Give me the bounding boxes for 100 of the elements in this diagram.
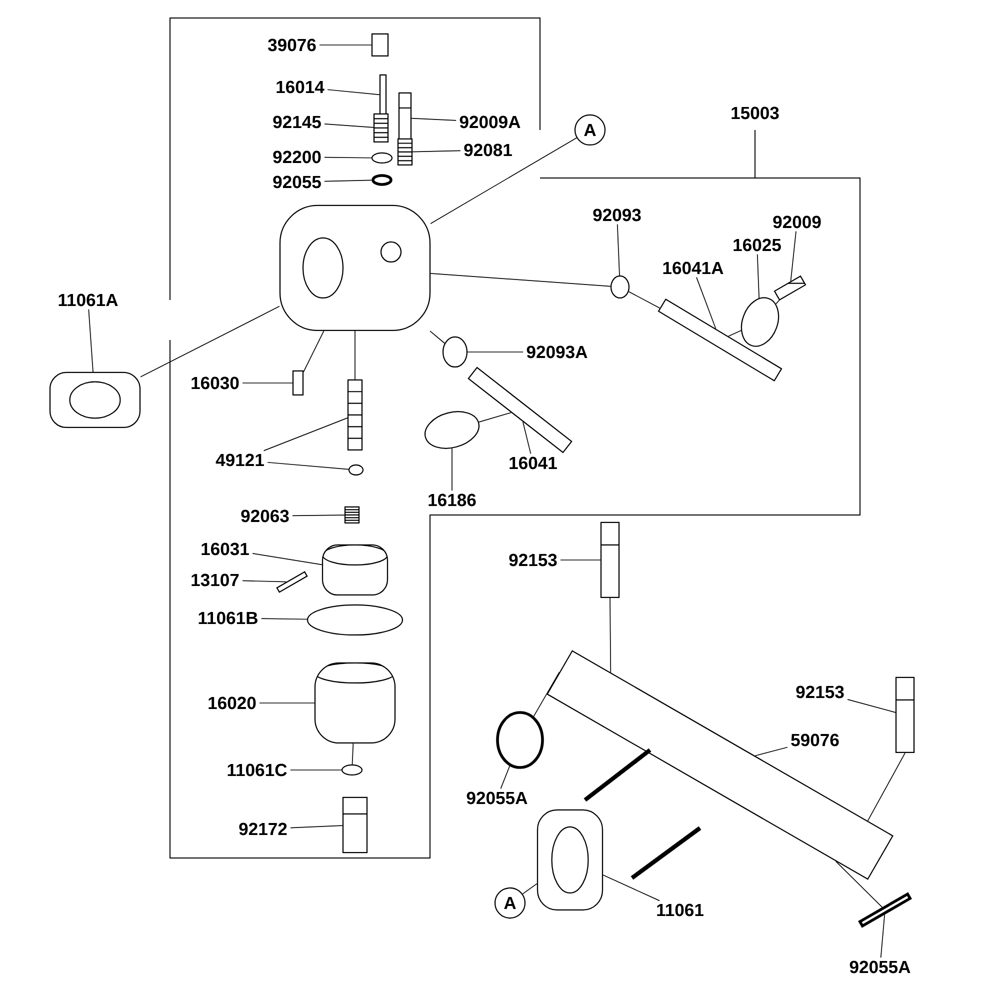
gasket-drawing [536, 809, 604, 911]
leader-line [327, 89, 380, 96]
assembly-line [728, 330, 742, 337]
shaft-drawing [468, 366, 572, 454]
leader-line [292, 514, 345, 516]
bushing-drawing [442, 336, 468, 368]
leader-line [754, 746, 788, 756]
leader-line [88, 308, 94, 372]
leader-line [267, 462, 349, 470]
leader-line [260, 618, 308, 620]
leader-line [696, 276, 716, 330]
callout-number: 92200 [273, 150, 321, 164]
pin-drawing [276, 571, 308, 593]
jet-drawing [292, 370, 304, 396]
leader-line [412, 150, 461, 152]
assembly-line [533, 672, 560, 717]
leader-line [259, 702, 315, 704]
leader-line [430, 137, 578, 224]
tube-drawing [347, 379, 363, 451]
assembly-line [303, 330, 324, 372]
leader-line [324, 156, 372, 158]
plate-drawing [740, 297, 780, 347]
ring-drawing [306, 604, 404, 636]
bolt-drawing [342, 796, 368, 854]
spring-drawing [397, 138, 413, 166]
assembly-line [610, 598, 612, 673]
assembly-line [354, 330, 356, 380]
leader-line [411, 118, 457, 121]
leader-line [324, 180, 372, 182]
leader-line [252, 553, 322, 566]
callout-number: 92063 [241, 510, 289, 522]
callout-number: 92172 [239, 822, 287, 836]
callout-number: 92055 [273, 176, 321, 188]
assembly-line [775, 300, 780, 304]
o-ring-drawing [372, 174, 392, 186]
callout-number: 16030 [192, 376, 239, 390]
leader-line [602, 874, 660, 902]
plug-drawing [344, 506, 360, 524]
callout-number: 92093 [593, 208, 641, 222]
carburetor-drawing [279, 204, 431, 332]
callout-number: 15003 [732, 106, 779, 120]
assembly-line [352, 743, 354, 765]
gasket-drawing [49, 372, 141, 428]
callout-number: 92009 [773, 216, 821, 228]
callout-number: 16186 [428, 494, 476, 506]
leader-line [880, 914, 886, 958]
callout-number: 92081 [464, 144, 512, 156]
assembly-line [140, 306, 280, 378]
assembly-line [835, 860, 883, 908]
callout-number: 16014 [276, 80, 324, 94]
callout-number: 39076 [268, 38, 316, 52]
washer-drawing [371, 152, 393, 164]
callout-number: 49121 [216, 454, 264, 466]
callout-number: 92153 [796, 686, 844, 698]
leader-line [847, 699, 896, 713]
callout-number: 11061 [657, 904, 704, 916]
spring-drawing [373, 113, 389, 143]
callout-number: 11061C [228, 764, 287, 776]
clip-drawing [348, 464, 364, 476]
assembly-line [430, 272, 611, 287]
assembly-line [478, 412, 512, 422]
callout-number: 16031 [202, 542, 249, 556]
manifold-drawing [546, 650, 894, 880]
bolt-drawing [895, 676, 915, 754]
callout-number: 16041A [663, 262, 724, 274]
bowl-drawing [314, 662, 396, 744]
callout-number: 92093A [526, 346, 588, 358]
float-drawing [322, 544, 388, 596]
leader-line [242, 580, 287, 582]
assembly-line [628, 291, 660, 308]
leader-line [756, 254, 760, 299]
callout-number: 16041 [510, 456, 557, 470]
leader-line [290, 825, 343, 828]
callout-number: 92009A [460, 116, 520, 128]
plate-drawing [424, 411, 480, 449]
leader-line [242, 382, 293, 384]
callout-number: 16025 [734, 238, 781, 252]
cap-drawing [371, 33, 389, 57]
callout-number: 92055A [466, 792, 528, 804]
leader-line [263, 418, 348, 452]
leader-line [522, 883, 538, 894]
bushing-drawing [610, 275, 630, 299]
assembly-line [867, 752, 906, 822]
callout-number: 59076 [791, 734, 839, 746]
callout-number: 92145 [273, 116, 321, 128]
callout-number: 11061B [198, 612, 258, 624]
washer-drawing [341, 764, 363, 776]
callout-number: 92055A [850, 960, 910, 974]
leader-line [319, 44, 372, 46]
callout-number: 11061A [58, 294, 118, 306]
callout-number: 16020 [208, 696, 256, 710]
callout-number: 13107 [192, 574, 239, 586]
leader-line [616, 224, 620, 276]
callout-number: 92153 [509, 554, 557, 566]
bolt-drawing [600, 522, 620, 598]
o-ring-drawing [496, 711, 544, 769]
needle-drawing [379, 74, 387, 116]
assembly-line [430, 330, 446, 344]
leader-line [790, 230, 796, 282]
leader-line [522, 421, 532, 454]
